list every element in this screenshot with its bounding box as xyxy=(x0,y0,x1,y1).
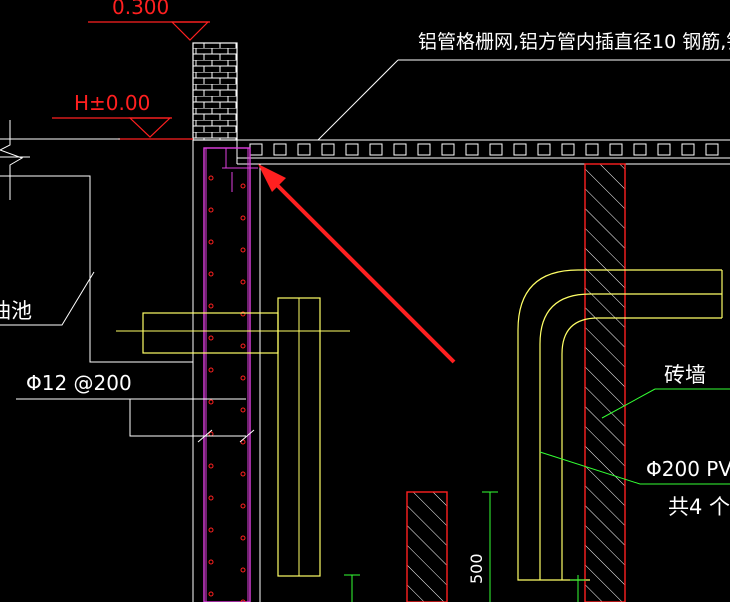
rebar-dot xyxy=(208,271,214,277)
rebar-dot xyxy=(208,527,214,533)
rebar-dot xyxy=(240,311,246,317)
ground-line xyxy=(0,120,120,200)
brick-wall-section xyxy=(584,163,626,602)
grating-cell xyxy=(297,143,311,156)
brick-parapet xyxy=(192,42,238,141)
break-line-icon xyxy=(0,120,24,200)
rebar-dot xyxy=(240,471,246,477)
elevation-triangle-icon xyxy=(128,117,172,138)
rebar-dot xyxy=(240,247,246,253)
rebar-dot xyxy=(208,495,214,501)
dimension-500: 500 xyxy=(344,491,586,602)
rebar-dot xyxy=(208,463,214,469)
grating-cell xyxy=(321,143,335,156)
rebar-dot xyxy=(208,303,214,309)
grating-cell xyxy=(537,143,551,156)
ground-elevation-label: H±0.00 xyxy=(74,91,150,115)
elevation-triangle-icon xyxy=(170,21,210,41)
rebar-dot xyxy=(240,343,246,349)
grating-cell xyxy=(393,143,407,156)
rebar-dot xyxy=(208,399,214,405)
through-beam xyxy=(116,312,350,354)
top-elevation-marker: 0.300 xyxy=(88,0,210,41)
rebar-dot xyxy=(240,567,246,573)
rebar-spec-group: Φ12 @200 xyxy=(16,371,255,443)
top-elevation-label: 0.300 xyxy=(112,0,169,19)
pool-label: 油池 xyxy=(0,299,32,323)
grating-cell xyxy=(705,143,719,156)
grating-cell xyxy=(657,143,671,156)
grating-cell xyxy=(681,143,695,156)
rebar-dot xyxy=(240,535,246,541)
rebar-dot xyxy=(208,367,214,373)
ground-elevation-marker: H±0.00 xyxy=(52,91,193,140)
pool-label-group: 油池 xyxy=(0,175,193,363)
rebar-dot xyxy=(208,239,214,245)
pvc-count-label: 共4 个 xyxy=(668,495,730,519)
rebar-cage xyxy=(203,147,258,602)
rebar-dot xyxy=(240,375,246,381)
pvc-spec-group: Φ200 PV 共4 个 xyxy=(539,451,730,519)
rebar-dot xyxy=(240,183,246,189)
grating-note-label: 铝管格栅网,铝方管内插直径10 钢筋,铝方 xyxy=(418,31,730,53)
pvc-elbow-pipes xyxy=(517,269,723,581)
rebar-dot xyxy=(240,279,246,285)
dimension-500-label: 500 xyxy=(467,553,486,584)
grating-cell xyxy=(561,143,575,156)
grating-cell xyxy=(513,143,527,156)
rebar-dot xyxy=(240,503,246,509)
rebar-dot xyxy=(208,175,214,181)
brick-wall-label: 砖墙 xyxy=(664,363,706,387)
rebar-dot xyxy=(208,591,214,597)
grating-cell xyxy=(609,143,623,156)
rebar-dot xyxy=(208,559,214,565)
rebar-dot xyxy=(208,335,214,341)
grating-cell xyxy=(369,143,383,156)
grating-cell xyxy=(249,143,263,156)
pvc-spec-label: Φ200 PV xyxy=(646,457,730,481)
rebar-dot xyxy=(208,207,214,213)
grating-cell xyxy=(633,143,647,156)
grating-cell xyxy=(441,143,455,156)
brick-wall-label-group: 砖墙 xyxy=(601,363,730,419)
grating-cell xyxy=(417,143,431,156)
grating-note: 铝管格栅网,铝方管内插直径10 钢筋,铝方 xyxy=(317,31,730,141)
rebar-spec-label: Φ12 @200 xyxy=(26,371,132,395)
grating-panel xyxy=(237,139,730,165)
concrete-wall xyxy=(192,140,261,602)
red-arrow-icon xyxy=(258,164,456,364)
brick-pier xyxy=(406,491,448,602)
rebar-dot xyxy=(240,407,246,413)
rebar-dot xyxy=(240,599,246,602)
grating-cell xyxy=(585,143,599,156)
grating-cell xyxy=(345,143,359,156)
grating-cell xyxy=(273,143,287,156)
rebar-dot xyxy=(240,215,246,221)
grating-cell xyxy=(465,143,479,156)
vertical-member xyxy=(277,297,321,577)
grating-cell xyxy=(489,143,503,156)
